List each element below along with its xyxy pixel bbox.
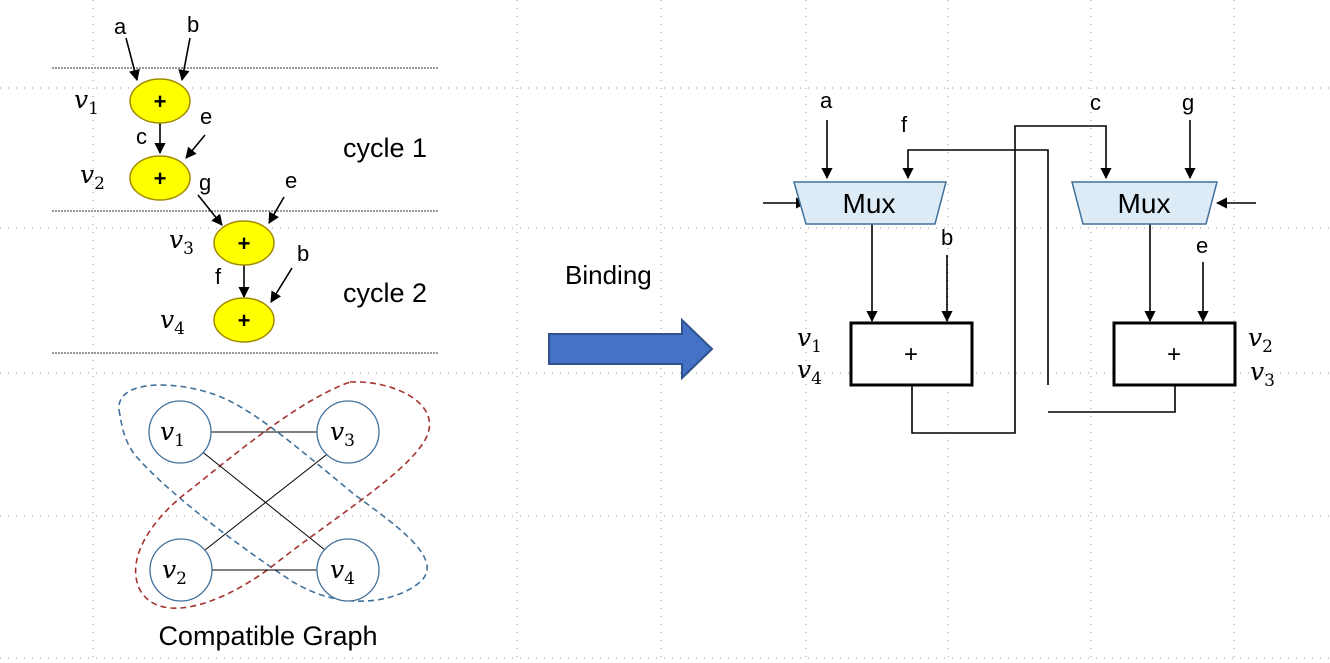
data-flow-graph: + + + + v1 v2 v3 v4 a b c e g e f b cycl… xyxy=(74,12,427,343)
svg-text:v4: v4 xyxy=(330,555,355,589)
binding-arrow: Binding xyxy=(548,260,714,381)
dfg-input-g: g xyxy=(199,170,211,195)
svg-text:+: + xyxy=(238,231,251,256)
bound-v2: v2 xyxy=(1248,323,1273,357)
svg-text:+: + xyxy=(154,166,167,191)
cg-node-v1: v1 xyxy=(148,400,212,464)
cg-node-v2: v2 xyxy=(149,538,213,602)
right-mux: Mux xyxy=(1071,181,1218,225)
cluster-red xyxy=(134,381,431,609)
compatible-graph: v1 v3 v2 v4 Compatible Graph xyxy=(118,381,431,651)
dp-input-e: e xyxy=(1196,233,1208,258)
cycle-separators xyxy=(52,67,438,354)
dfg-input-e: e xyxy=(200,104,212,129)
dp-input-b: b xyxy=(941,225,953,250)
svg-text:Mux: Mux xyxy=(843,188,896,219)
bound-v4: v4 xyxy=(797,355,822,389)
dfg-label-v1: v1 xyxy=(74,85,99,119)
dfg-label-v3: v3 xyxy=(169,225,194,259)
datapath: Mux Mux + + a f c g b e v1 v4 v2 v3 xyxy=(763,88,1275,434)
svg-text:v1: v1 xyxy=(160,417,185,451)
svg-text:+: + xyxy=(154,89,167,114)
left-mux: Mux xyxy=(793,181,947,225)
dfg-input-a: a xyxy=(114,14,127,39)
dfg-input-f: f xyxy=(215,264,222,289)
svg-text:+: + xyxy=(1167,341,1181,368)
bound-v3: v3 xyxy=(1250,357,1275,391)
dfg-input-c: c xyxy=(136,124,147,149)
dfg-node-v1: + xyxy=(129,78,191,124)
dfg-input-e2: e xyxy=(285,168,297,193)
svg-text:+: + xyxy=(238,308,251,333)
right-adder: + xyxy=(1112,321,1237,387)
dfg-node-v2: + xyxy=(129,155,191,201)
cluster-blue xyxy=(118,384,428,602)
dp-input-a: a xyxy=(820,88,833,113)
dp-input-f: f xyxy=(901,112,908,137)
cg-node-v4: v4 xyxy=(316,538,380,602)
binding-label: Binding xyxy=(565,260,652,290)
svg-text:v3: v3 xyxy=(330,417,355,451)
dfg-label-v2: v2 xyxy=(80,160,105,194)
dfg-input-b2: b xyxy=(297,241,309,266)
dfg-input-b: b xyxy=(187,12,199,37)
cycle-2-label: cycle 2 xyxy=(343,278,427,308)
dfg-label-v4: v4 xyxy=(160,305,185,339)
bound-v1: v1 xyxy=(797,323,822,357)
svg-text:v2: v2 xyxy=(162,555,187,589)
cycle-1-label: cycle 1 xyxy=(343,133,427,163)
dfg-node-v3: + xyxy=(213,220,275,266)
dp-input-g: g xyxy=(1182,90,1194,115)
svg-text:Mux: Mux xyxy=(1118,188,1171,219)
svg-text:+: + xyxy=(904,341,918,368)
dp-input-c: c xyxy=(1090,90,1101,115)
cg-node-v3: v3 xyxy=(316,400,380,464)
dfg-node-v4: + xyxy=(213,297,275,343)
compatible-graph-title: Compatible Graph xyxy=(158,621,377,651)
binding-arrow-shape xyxy=(548,317,714,381)
left-adder: + xyxy=(849,321,974,387)
